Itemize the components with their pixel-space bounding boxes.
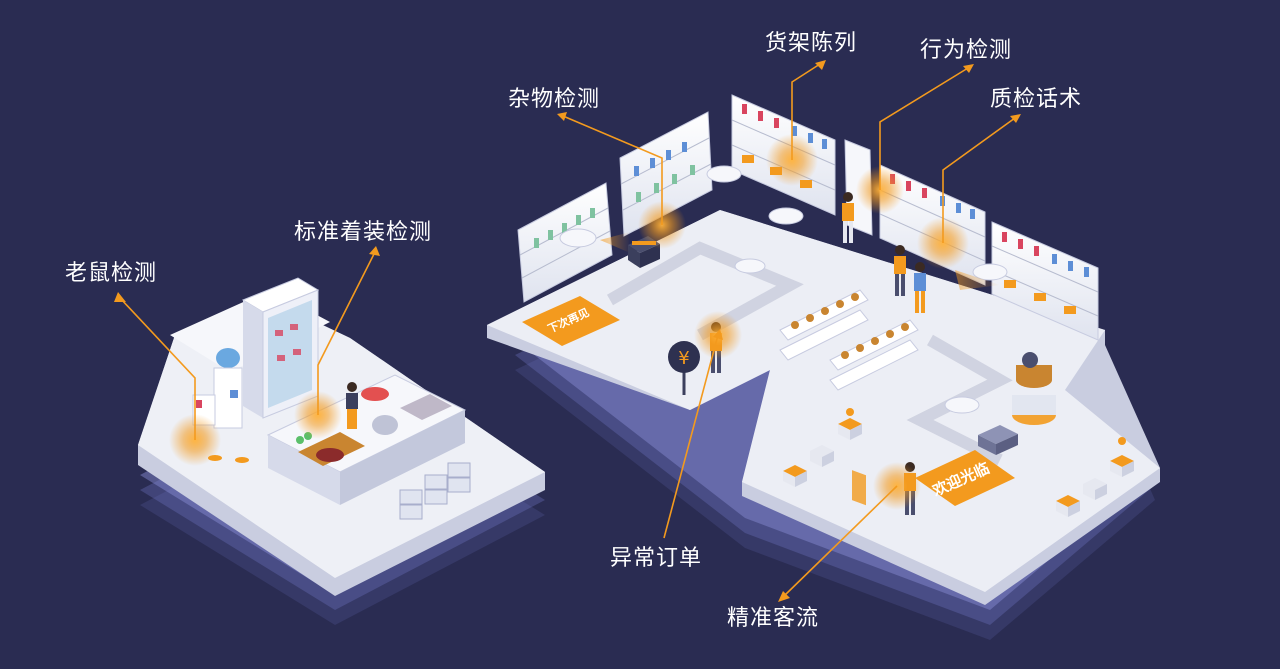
shelf-leader-line [791, 63, 821, 160]
small-box [978, 425, 1018, 455]
currency-icon: ¥ [678, 348, 689, 369]
debris-leader-line [562, 115, 663, 225]
attire-leader-line [317, 251, 376, 415]
chef-figure [346, 382, 358, 429]
callout-shelf-display: 货架陈列 [765, 31, 858, 56]
callout-debris-detection: 杂物检测 [508, 87, 601, 112]
fridge [241, 277, 320, 419]
center-shelf-units [779, 289, 919, 391]
exit-floor-sign: 下次再见 [522, 296, 620, 346]
round-tables [559, 165, 1008, 414]
light-pedestals [783, 408, 1134, 517]
qa-speech-leader-line [942, 117, 1016, 243]
storage-crates [399, 462, 471, 520]
behavior-leader-line [879, 67, 969, 190]
robot-pedestal [1012, 352, 1056, 425]
water-dispenser [213, 348, 243, 429]
callout-abnormal-order: 异常订单 [610, 546, 703, 571]
callout-qa-speech: 质检话术 [990, 87, 1083, 112]
callout-customer-traffic: 精准客流 [727, 606, 820, 631]
rat-leader-line [119, 297, 196, 440]
prep-counter [266, 374, 467, 505]
callout-behavior-detection: 行为检测 [920, 38, 1013, 63]
traffic-leader-line [783, 485, 898, 597]
wall-shelf-back-1 [619, 111, 713, 237]
callout-lines [114, 60, 1021, 602]
callout-attire-detection: 标准着装检测 [294, 220, 433, 245]
payment-stand: ¥ [668, 341, 700, 395]
order-leader-line [663, 334, 719, 539]
callout-rat-detection: 老鼠检测 [65, 261, 158, 286]
